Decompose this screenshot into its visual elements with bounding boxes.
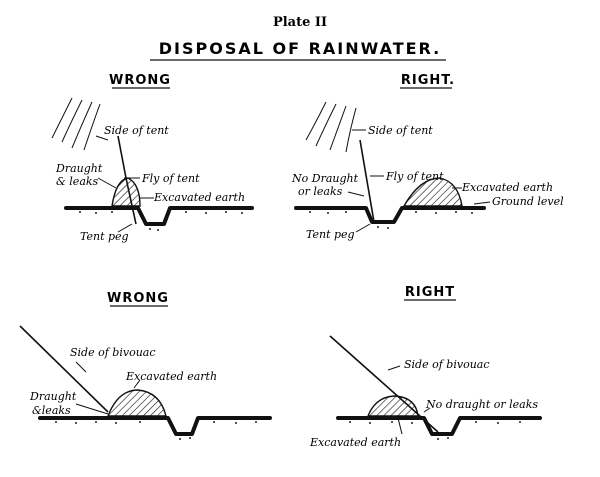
fly-of-tent-line xyxy=(359,139,375,223)
panel-top-right: RIGHT. Side of tent Fly of tent No Draug… xyxy=(291,73,564,241)
side-of-bivouac-label: Side of bivouac xyxy=(404,358,490,371)
excavated-earth-mound xyxy=(106,389,167,417)
no-draught-label-1: No Draught xyxy=(291,172,359,185)
panel-bottom-right: RIGHT Side of bivouac No draught or leak… xyxy=(309,285,542,449)
panel-top-left: WRONG Side of tent Fly of tent Draught &… xyxy=(51,73,254,243)
side-of-tent-leader xyxy=(95,135,109,141)
tent-side-lines xyxy=(51,97,101,151)
side-of-tent-label: Side of tent xyxy=(368,124,433,137)
panel-heading: RIGHT xyxy=(405,285,455,300)
tent-peg-label: Tent peg xyxy=(80,230,129,243)
ground-texture xyxy=(309,211,473,229)
ground-level-leader xyxy=(473,201,491,205)
ground-profile xyxy=(336,416,542,436)
no-draught-label: No draught or leaks xyxy=(425,398,538,411)
no-draught-arrow xyxy=(423,407,431,413)
tent-peg xyxy=(125,177,137,225)
tent-peg-leader xyxy=(355,223,371,233)
ground-profile xyxy=(64,206,254,226)
ground-texture xyxy=(349,421,521,440)
fly-of-tent-line xyxy=(117,135,127,179)
panel-heading: WRONG xyxy=(107,291,169,306)
draught-leaks-label-2: & leaks xyxy=(56,175,99,188)
excavated-earth-label: Excavated earth xyxy=(153,191,245,204)
ground-profile xyxy=(38,416,272,436)
excavated-earth-leader xyxy=(133,379,141,389)
excavated-earth-mound xyxy=(366,395,419,417)
excavated-earth-label: Excavated earth xyxy=(461,181,553,194)
ground-texture xyxy=(79,211,243,231)
no-draught-label-2: or leaks xyxy=(298,185,343,198)
side-of-bivouac-leader xyxy=(75,361,87,373)
plate-number: Plate II xyxy=(273,15,327,30)
fly-of-tent-label: Fly of tent xyxy=(141,172,200,185)
tent-peg-leader xyxy=(117,223,133,233)
excavated-earth-mound xyxy=(111,177,141,207)
draught-arrow xyxy=(97,177,117,189)
draught-leaks-label-1: Draught xyxy=(55,162,103,175)
panel-heading: WRONG xyxy=(109,73,171,88)
ground-texture xyxy=(55,421,257,440)
tent-peg-label: Tent peg xyxy=(306,228,355,241)
ground-profile xyxy=(294,206,486,224)
tent-side-lines xyxy=(305,101,357,153)
excavated-earth-mound xyxy=(402,177,463,207)
draught-arrow xyxy=(75,403,109,415)
side-of-bivouac-label: Side of bivouac xyxy=(70,346,156,359)
draught-leaks-label-1: Draught xyxy=(29,390,77,403)
plate-title: DISPOSAL OF RAINWATER. xyxy=(159,39,442,58)
no-draught-arrow xyxy=(347,191,365,197)
panel-heading: RIGHT. xyxy=(401,73,455,88)
panel-bottom-left: WRONG Side of bivouac Draught &leaks Exc… xyxy=(19,291,272,440)
excavated-earth-label: Excavated earth xyxy=(125,370,217,383)
side-of-tent-label: Side of tent xyxy=(104,124,169,137)
bivouac-side-line xyxy=(19,325,109,413)
excavated-earth-leader xyxy=(397,417,403,435)
side-of-bivouac-leader xyxy=(387,365,401,371)
draught-leaks-label-2: &leaks xyxy=(32,404,71,417)
excavated-earth-label: Excavated earth xyxy=(309,436,401,449)
ground-level-label: Ground level xyxy=(492,195,564,208)
